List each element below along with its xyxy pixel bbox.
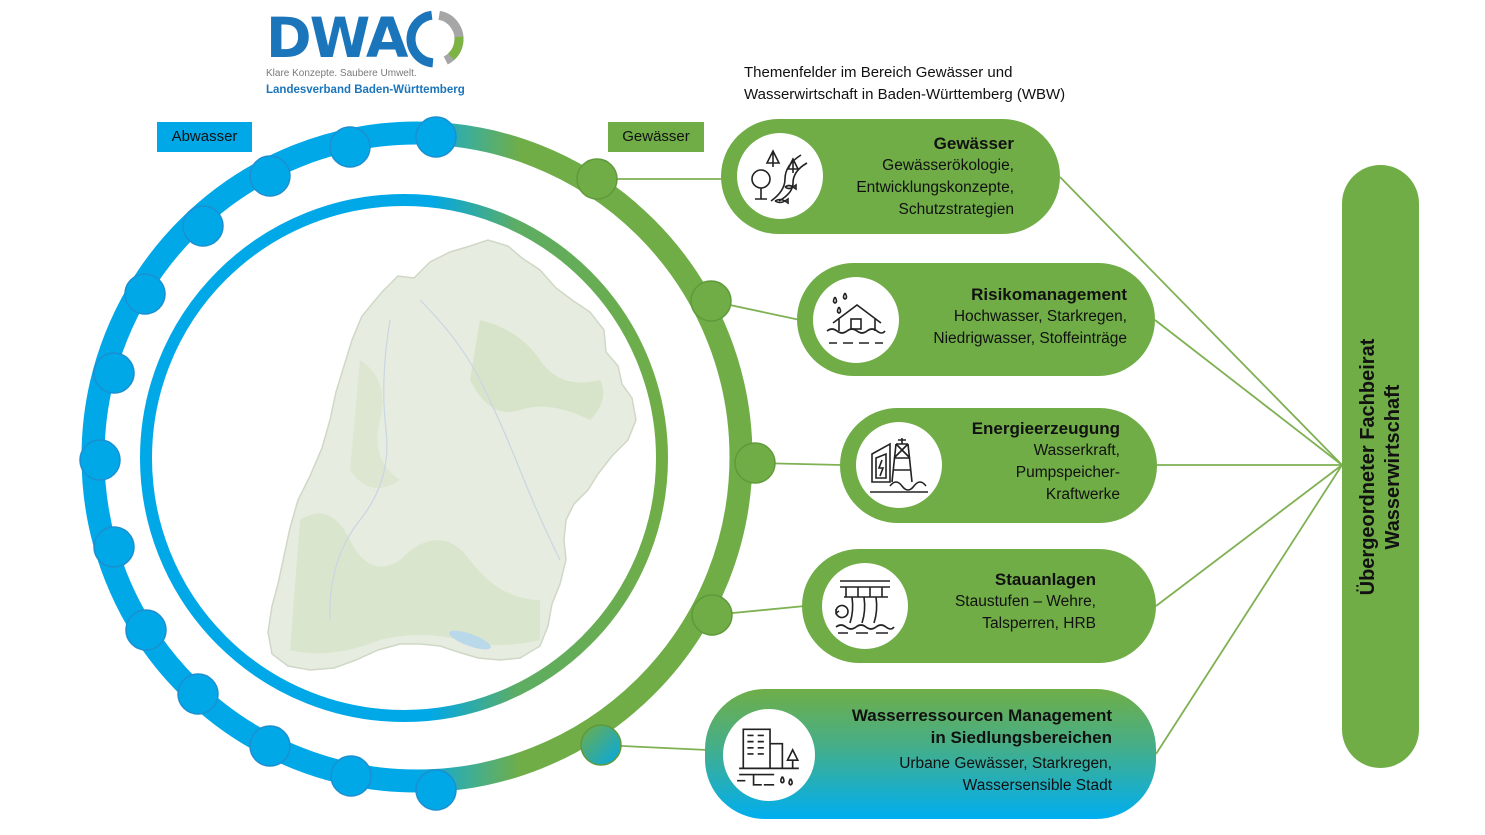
icon-badge (822, 563, 908, 649)
topic-title: Energieerzeugung (971, 419, 1120, 438)
dwa-logo: DWA Klare Konzepte. Saubere Umwelt. Land… (266, 8, 476, 96)
hydropower-plant-icon (870, 438, 928, 493)
flooded-house-icon (826, 292, 886, 344)
topic-line: Kraftwerke (1045, 486, 1120, 503)
topic-line: Wassersensible Stadt (962, 777, 1112, 794)
topic-line: Schutzstrategien (898, 201, 1014, 218)
ring-connectors (597, 178, 843, 751)
dam-weir-icon (835, 580, 895, 634)
logo-ring-icon (406, 10, 464, 68)
topic-title: Stauanlagen (994, 570, 1096, 589)
icon-badge (813, 277, 899, 363)
fachbeirat-board: Übergeordneter Fachbeirat Wasserwirtscha… (1342, 165, 1419, 768)
ring-dot (249, 725, 291, 767)
ring-dot (690, 280, 732, 322)
topic-line: Gewässerökologie, (882, 157, 1014, 174)
board-line-1: Übergeordneter Fachbeirat (1356, 338, 1379, 595)
logo-wordmark: DWA (266, 6, 408, 70)
topic-text: Stauanlagen Staustufen – Wehre, Talsperr… (955, 569, 1096, 635)
intro-line-2: Wasserwirtschaft in Baden-Württemberg (W… (744, 86, 1066, 103)
topic-line: Hochwasser, Starkregen, (953, 308, 1127, 325)
abwasser-dots (79, 116, 457, 811)
topic-energieerzeugung: Energieerzeugung Wasserkraft, Pumpspeich… (840, 408, 1157, 523)
board-label: Übergeordneter Fachbeirat Wasserwirtscha… (1356, 338, 1406, 595)
ring-dot (329, 126, 371, 168)
topic-wasserressourcen: Wasserressourcen Management in Siedlungs… (705, 689, 1156, 819)
baden-wuerttemberg-map (267, 239, 637, 671)
river-landscape-icon (751, 149, 808, 205)
connector-gewaesser (1059, 176, 1343, 466)
ring-dot (182, 205, 224, 247)
ring-dot (415, 116, 457, 158)
urban-water-icon (737, 728, 800, 786)
topic-line: Urbane Gewässer, Starkregen, (899, 755, 1112, 772)
topic-text: Risikomanagement Hochwasser, Starkregen,… (933, 284, 1127, 350)
ring-dot (330, 755, 372, 797)
ring-dot (576, 158, 618, 200)
ring-dot (125, 609, 167, 651)
gewaesser-dots (576, 158, 776, 766)
topic-text: Gewässer Gewässerökologie, Entwicklungsk… (856, 133, 1014, 221)
icon-badge (723, 709, 815, 801)
ring-dot (79, 439, 121, 481)
ring-dot (734, 442, 776, 484)
board-connectors (1059, 176, 1343, 755)
ring-dot (124, 273, 166, 315)
connector-siedlung (1155, 464, 1343, 755)
inner-ring (140, 194, 668, 722)
topic-text: Energieerzeugung Wasserkraft, Pumpspeich… (972, 418, 1120, 506)
ring-dot (249, 155, 291, 197)
abwasser-tag: Abwasser (157, 122, 252, 152)
topic-line: Pumpspeicher- (1015, 464, 1120, 481)
topic-line: Talsperren, HRB (982, 615, 1096, 632)
topic-risikomanagement: Risikomanagement Hochwasser, Starkregen,… (797, 263, 1155, 376)
topic-title: Gewässer (933, 134, 1014, 153)
board-line-2: Wasserwirtschaft (1381, 384, 1404, 549)
topic-title-line: in Siedlungsbereichen (930, 728, 1112, 747)
topic-gewaesser: Gewässer Gewässerökologie, Entwicklungsk… (721, 119, 1060, 234)
logo-region: Landesverband Baden-Württemberg (266, 84, 465, 96)
topic-line: Niedrigwasser, Stoffeinträge (933, 330, 1127, 347)
intro-line-1: Themenfelder im Bereich Gewässer und (744, 64, 1013, 81)
topic-title-line: Wasserressourcen Management (851, 706, 1112, 725)
connector-risiko (1154, 319, 1343, 466)
topic-line: Staustufen – Wehre, (954, 593, 1096, 610)
topic-line: Entwicklungskonzepte, (856, 179, 1014, 196)
connector-stau (1155, 464, 1343, 607)
topic-title: Risikomanagement (971, 285, 1127, 304)
ring-dot (580, 724, 622, 766)
topic-text: Wasserressourcen Management in Siedlungs… (852, 705, 1112, 797)
topic-line: Wasserkraft, (1033, 442, 1120, 459)
logo-tagline: Klare Konzepte. Saubere Umwelt. (266, 68, 417, 79)
ring-dot (415, 769, 457, 811)
ring-dot (93, 526, 135, 568)
icon-badge (737, 133, 823, 219)
intro-text: Themenfelder im Bereich Gewässer und Was… (744, 62, 1065, 106)
topic-stauanlagen: Stauanlagen Staustufen – Wehre, Talsperr… (802, 549, 1156, 663)
gewaesser-tag: Gewässer (608, 122, 704, 152)
ring-dot (93, 352, 135, 394)
ring-dot (177, 673, 219, 715)
icon-badge (856, 422, 942, 508)
ring-dot (691, 594, 733, 636)
